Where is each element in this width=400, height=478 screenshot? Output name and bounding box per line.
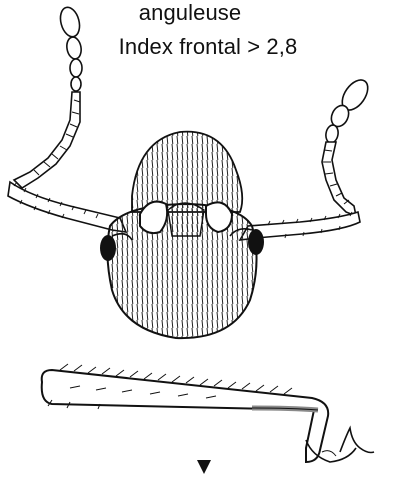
left-antenna	[8, 5, 126, 232]
left-eye	[100, 235, 116, 261]
hind-tibia	[42, 364, 374, 462]
right-eye	[248, 229, 264, 255]
right-antenna	[240, 75, 373, 240]
ant-head	[100, 132, 264, 338]
triangle-down-marker	[197, 460, 211, 474]
